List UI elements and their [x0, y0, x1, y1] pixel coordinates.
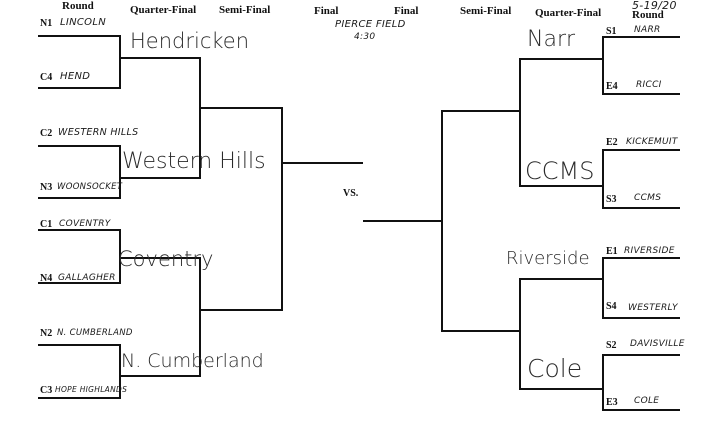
left-team-2: HEND	[60, 71, 91, 82]
right-r1-line-1	[602, 36, 680, 95]
left-team-4: WOONSOCKET	[57, 182, 123, 192]
right-team-7: DAVISVILLE	[630, 339, 685, 349]
right-r1-line-2	[602, 149, 680, 209]
left-qf-winner-3: Coventry	[118, 247, 214, 271]
left-seed-6: N4	[40, 273, 53, 284]
left-r1-line-4	[38, 344, 121, 399]
header-final-right: Final	[394, 5, 419, 17]
left-seed-7: N2	[40, 328, 53, 339]
left-seed-2: C4	[40, 72, 53, 83]
header-date-right: 5-19/20	[632, 0, 677, 12]
right-team-4: CCMS	[634, 193, 662, 203]
right-seed-5: E1	[606, 246, 618, 257]
right-seed-6: S4	[606, 301, 617, 312]
right-team-8: COLE	[634, 396, 660, 406]
left-team-6: GALLAGHER	[58, 273, 116, 283]
right-team-1: NARR	[634, 25, 661, 35]
left-r1-line-1	[38, 35, 121, 89]
left-sf-line	[200, 107, 283, 311]
right-team-2: RICCI	[636, 80, 662, 90]
left-seed-5: C1	[40, 219, 53, 230]
left-qf-winner-4: N. Cumberland	[121, 350, 264, 372]
right-qf-winner-3: Riverside	[506, 248, 590, 269]
right-seed-4: S3	[606, 194, 617, 205]
venue-line-1: PIERCE FIELD	[335, 19, 406, 30]
right-qf-line-2	[519, 278, 603, 390]
left-qf-winner-2: Western Hills	[122, 149, 266, 174]
right-qf-winner-1: Narr	[527, 27, 576, 52]
header-sf-left: Semi-Final	[219, 4, 271, 16]
left-team-8: HOPE HIGHLANDS	[55, 385, 128, 394]
left-qf-winner-1: Hendricken	[130, 29, 250, 53]
left-seed-3: C2	[40, 128, 53, 139]
left-seed-4: N3	[40, 182, 53, 193]
left-qf-line-2	[120, 257, 201, 377]
right-team-6: WESTERLY	[628, 303, 678, 313]
header-final-left: Final	[314, 5, 339, 17]
right-qf-winner-2: CCMS	[525, 157, 595, 185]
vs-label: VS.	[343, 188, 359, 199]
left-seed-8: C3	[40, 385, 53, 396]
header-sf-right: Semi-Final	[460, 5, 512, 17]
right-qf-line-1	[519, 58, 603, 187]
right-r1-line-4	[602, 354, 680, 411]
header-qf-right: Quarter-Final	[535, 7, 602, 19]
header-round-right: Round	[632, 9, 664, 21]
right-team-3: KICKEMUIT	[626, 137, 678, 147]
right-seed-3: E2	[606, 137, 618, 148]
right-seed-8: E3	[606, 397, 618, 408]
header-qf-left: Quarter-Final	[130, 4, 197, 16]
right-seed-1: S1	[606, 26, 617, 37]
right-seed-7: S2	[606, 340, 617, 351]
left-team-5: COVENTRY	[59, 219, 111, 229]
left-r1-line-2	[38, 145, 121, 199]
header-round-left: Round	[62, 0, 94, 12]
left-team-7: N. CUMBERLAND	[57, 328, 133, 338]
left-seed-1: N1	[40, 18, 53, 29]
right-qf-winner-4: Cole	[527, 354, 583, 383]
venue-line-2: 4:30	[354, 32, 376, 42]
left-r1-line-3	[38, 229, 121, 284]
left-team-1: LINCOLN	[60, 17, 107, 28]
left-team-3: WESTERN HILLS	[58, 127, 139, 138]
right-team-5: RIVERSIDE	[624, 246, 675, 256]
right-sf-line	[441, 110, 520, 332]
right-r1-line-3	[602, 257, 680, 319]
left-qf-line-1	[120, 57, 201, 179]
right-seed-2: E4	[606, 81, 618, 92]
